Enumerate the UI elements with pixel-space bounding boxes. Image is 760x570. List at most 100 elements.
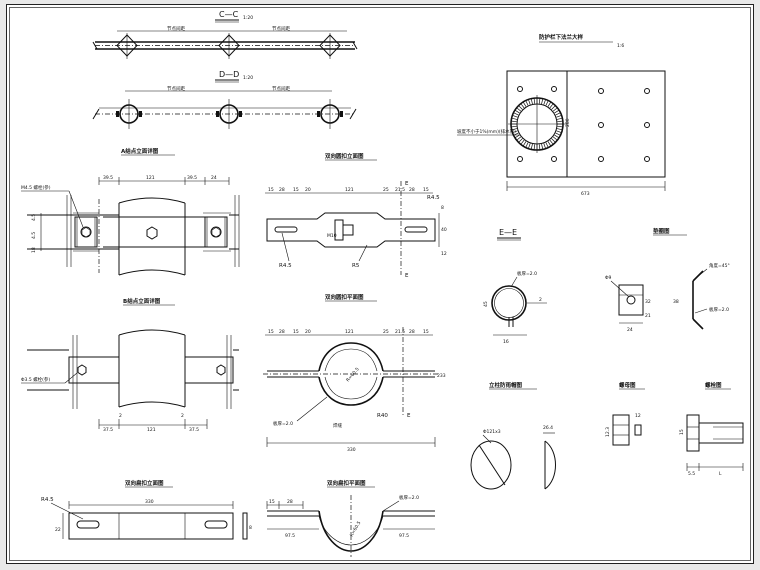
ee-title: E—E bbox=[499, 228, 517, 237]
section-dd-view: D—D 1:20 节点间距 节点间距 bbox=[92, 70, 357, 129]
ring-hatch-line bbox=[552, 136, 558, 141]
ring-hatch-line bbox=[543, 99, 546, 105]
section-cc-view: C—C 1:20 节点间距 节点间距 bbox=[92, 10, 358, 59]
dre-bolt: M10 bbox=[327, 233, 337, 239]
cc-spacing-right: 节点间距 bbox=[272, 25, 290, 32]
ring-hatch-line bbox=[515, 110, 520, 114]
washer-angle: 角度=45° bbox=[709, 262, 730, 269]
ring-hatch-line bbox=[518, 105, 523, 110]
dre-right-dim-3: 12 bbox=[441, 251, 447, 257]
ring-hatch-line bbox=[541, 143, 544, 149]
drp-title: 双向圆扣平面图 bbox=[325, 293, 364, 301]
double-flat-elevation: 双向扁扣立面图 330 R4.5 22 8 bbox=[41, 479, 252, 540]
dre-dim-6: 25 bbox=[383, 187, 389, 193]
bolt-head: 5.5 bbox=[688, 471, 695, 477]
bolt-d: 15 bbox=[679, 429, 685, 435]
dre-section-bottom: E bbox=[405, 273, 409, 279]
cap-title: 立柱防雨帽图 bbox=[489, 381, 523, 389]
ring-hatch-line bbox=[520, 103, 525, 109]
ring-hatch-line bbox=[530, 143, 533, 149]
dd-post-right bbox=[317, 99, 343, 129]
dre-dim-2: 28 bbox=[279, 187, 285, 193]
nut-dim-1: 12.3 bbox=[605, 427, 611, 437]
dre-dim-4: 20 bbox=[305, 187, 311, 193]
washer-w: 24 bbox=[627, 327, 633, 333]
drp-dim-6: 25 bbox=[383, 329, 389, 335]
ring-hatch-line bbox=[549, 103, 554, 109]
dfp-title: 双向扁扣平面图 bbox=[327, 479, 366, 487]
ring-hatch-line bbox=[528, 99, 531, 105]
drp-dim-9: 15 bbox=[423, 329, 429, 335]
dfp-dim-1: 15 bbox=[269, 499, 275, 505]
flange-hatch-ring bbox=[511, 98, 563, 150]
nut-dim-2: 12 bbox=[635, 413, 641, 419]
ee-d: 16 bbox=[503, 339, 509, 345]
bolt-title: 螺栓图 bbox=[705, 381, 722, 389]
a-node-title: A结点立面详图 bbox=[121, 147, 159, 155]
b-bolt-label: Φ3.5 螺栓(参) bbox=[21, 376, 50, 383]
cc-node-right bbox=[319, 33, 341, 59]
dfe-left-dim: 22 bbox=[55, 527, 61, 533]
double-round-plan: 双向圆扣平面图 15 28 15 20 121 25 21.5 28 15 R=… bbox=[263, 293, 446, 453]
dre-right-dim-1: 8 bbox=[441, 205, 444, 211]
bolt-detail: 螺栓图 15 5.5 L bbox=[679, 381, 744, 477]
ring-hatch-line bbox=[518, 138, 523, 143]
ring-hatch-line bbox=[541, 99, 544, 105]
b-node-elevation: B结点立面详图 Φ3.5 螺栓(参) 37.5 121 37.5 2 2 bbox=[21, 297, 239, 433]
dd-title: D—D bbox=[219, 70, 239, 79]
drp-thickness: 板厚=2.0 bbox=[273, 420, 293, 427]
ring-hatch-line bbox=[533, 144, 536, 150]
washer-thickness: 板厚=2.0 bbox=[709, 306, 729, 313]
ring-hatch-line bbox=[523, 141, 527, 146]
dre-dim-1: 15 bbox=[268, 187, 274, 193]
drp-dim-7: 21.5 bbox=[395, 329, 405, 335]
dre-right-dim-2: 40 bbox=[441, 227, 447, 233]
a-dim-3: 39.5 bbox=[187, 175, 197, 181]
ring-hatch-line bbox=[523, 102, 527, 107]
ring-hatch-line bbox=[554, 134, 559, 138]
drp-r-end: R40 bbox=[377, 413, 388, 419]
washer-detail: 垫圈图 Φ9 24 32 21 38 角度=45° 板厚=2.0 bbox=[605, 227, 730, 333]
ring-hatch-line bbox=[556, 128, 562, 131]
ring-hatch-line bbox=[549, 139, 554, 145]
dre-dim-9: 15 bbox=[423, 187, 429, 193]
a-left-dim-2: 4.5 bbox=[31, 232, 37, 239]
dre-section-top: E bbox=[405, 181, 409, 187]
a-dim-1: 39.5 bbox=[103, 175, 113, 181]
ring-hatch-line bbox=[513, 112, 519, 116]
ring-hatch-line bbox=[533, 98, 536, 104]
ring-hatch-line bbox=[512, 115, 518, 118]
a-bolt-label: M4.5 螺栓(参) bbox=[21, 184, 51, 191]
ring-hatch-line bbox=[552, 107, 558, 112]
cc-scale: 1:20 bbox=[243, 15, 253, 21]
cap-h: 26.4 bbox=[543, 425, 553, 431]
drp-dim-4: 20 bbox=[305, 329, 311, 335]
ring-hatch-line bbox=[555, 112, 561, 116]
dfp-dim-2: 28 bbox=[287, 499, 293, 505]
post-cap-detail: 立柱防雨帽图 Φ121x3 26.4 bbox=[470, 381, 556, 490]
cc-spacing-left: 节点间距 bbox=[167, 25, 185, 32]
nut-title: 螺母图 bbox=[619, 381, 636, 389]
dre-r1: R4.5 bbox=[279, 263, 292, 269]
dfp-dim-bottom-1: 97.5 bbox=[285, 533, 295, 539]
drp-section: E bbox=[407, 413, 411, 419]
b-mark-2: 2 bbox=[181, 413, 184, 419]
ring-hatch-line bbox=[511, 125, 517, 128]
b-dim-1: 37.5 bbox=[103, 427, 113, 433]
drp-right-dim: 233 bbox=[437, 373, 446, 379]
b-dim-2: 121 bbox=[147, 427, 156, 433]
cc-node-left bbox=[116, 33, 138, 59]
dfp-thickness: 板厚=2.0 bbox=[399, 494, 419, 501]
drp-dim-3: 15 bbox=[293, 329, 299, 335]
ring-hatch-line bbox=[525, 100, 529, 106]
washer-h3: 38 bbox=[673, 299, 679, 305]
double-round-elevation: 双向圆扣立面图 15 28 15 20 121 25 21.5 28 15 R4… bbox=[265, 152, 447, 279]
b-dim-3: 37.5 bbox=[189, 427, 199, 433]
ring-hatch-line bbox=[538, 144, 541, 150]
flange-scale: 1:6 bbox=[617, 43, 624, 49]
sheet-border bbox=[9, 7, 751, 561]
dre-dim-3: 15 bbox=[293, 187, 299, 193]
flange-side-dim: 280 bbox=[565, 118, 571, 127]
drp-inner: R=60.5 bbox=[345, 366, 361, 383]
